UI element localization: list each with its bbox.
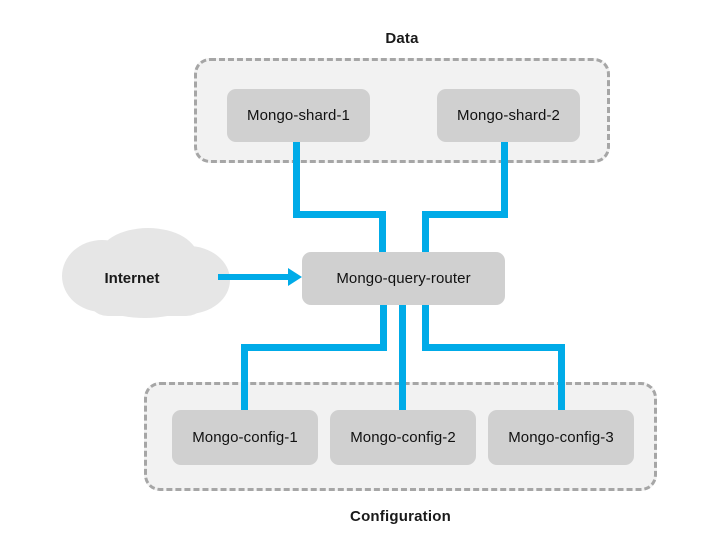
internet-cloud-shape[interactable] — [60, 228, 232, 320]
node-mongo-shard-2[interactable]: Mongo-shard-2 — [437, 89, 580, 142]
edge-internet-router-line — [218, 274, 290, 280]
edge-router-config1-segment-stub — [380, 304, 387, 350]
node-label-config-2: Mongo-config-2 — [350, 429, 456, 446]
node-label-config-1: Mongo-config-1 — [192, 429, 298, 446]
internet-cloud-label: Internet — [104, 270, 160, 287]
edge-router-config3-segment-stub — [422, 304, 429, 350]
node-label-query-router: Mongo-query-router — [336, 270, 471, 287]
edge-shard1-router-segment-drop — [379, 211, 386, 256]
node-label-config-3: Mongo-config-3 — [508, 429, 614, 446]
node-mongo-config-1[interactable]: Mongo-config-1 — [172, 410, 318, 465]
edge-internet-router-arrowhead — [288, 268, 302, 286]
edge-shard2-router-segment-drop — [422, 211, 429, 256]
node-mongo-shard-1[interactable]: Mongo-shard-1 — [227, 89, 370, 142]
edge-router-config3-segment-drop — [558, 344, 565, 412]
edge-router-config1-segment-drop — [241, 344, 248, 412]
group-label-configuration: Configuration — [350, 508, 451, 525]
node-mongo-config-2[interactable]: Mongo-config-2 — [330, 410, 476, 465]
node-mongo-config-3[interactable]: Mongo-config-3 — [488, 410, 634, 465]
node-label-shard-2: Mongo-shard-2 — [456, 107, 561, 124]
edge-router-config3-segment-horizontal — [422, 344, 565, 351]
edge-shard1-router-segment-horizontal — [293, 211, 386, 218]
node-label-shard-1: Mongo-shard-1 — [246, 107, 351, 124]
group-label-data: Data — [385, 30, 419, 47]
node-mongo-query-router[interactable]: Mongo-query-router — [302, 252, 505, 305]
edge-shard2-router-segment-vertical — [501, 142, 508, 218]
edge-router-config2-segment-vertical — [399, 304, 406, 412]
edge-shard1-router-segment-vertical — [293, 142, 300, 218]
edge-router-config1-segment-horizontal — [241, 344, 387, 351]
edge-shard2-router-segment-horizontal — [422, 211, 508, 218]
